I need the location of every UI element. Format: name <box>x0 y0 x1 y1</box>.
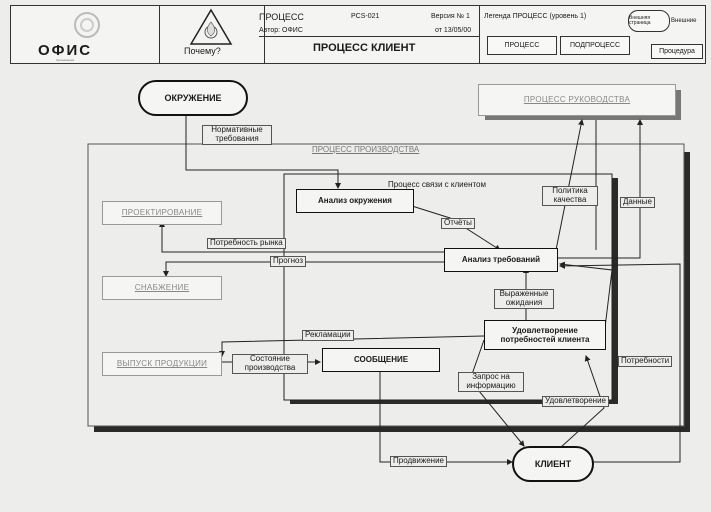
message-node[interactable]: СООБЩЕНИЕ <box>322 348 440 372</box>
external-page-button[interactable]: Внешняя страница <box>628 10 670 32</box>
legend-label: Легенда ПРОЦЕСС (уровень 1) <box>484 13 587 20</box>
label-request: Запрос на информацию <box>458 372 524 392</box>
label-reports: Отчёты <box>441 218 475 229</box>
logo-cell: ОФИС Организация <box>11 6 160 63</box>
date-label: от 13/05/00 <box>435 27 472 34</box>
label-satisfaction: Удовлетворение <box>542 396 609 407</box>
external-page-label: Внешняя страница <box>629 15 651 26</box>
label-market: Потребность рынка <box>207 238 286 249</box>
label-expected: Выраженные ожидания <box>494 289 554 309</box>
why-label: Почему? <box>184 46 221 56</box>
output-node[interactable]: ВЫПУСК ПРОДУКЦИИ <box>102 352 222 376</box>
requirements-analysis-node[interactable]: Анализ требований <box>444 248 558 272</box>
label-needs: Потребности <box>618 356 673 367</box>
management-process-node[interactable]: ПРОЦЕСС РУКОВОДСТВА <box>478 84 676 116</box>
logo-emblem-icon <box>74 12 100 38</box>
process-code: PCS-021 <box>351 13 380 20</box>
client-node[interactable]: КЛИЕНТ <box>512 446 594 482</box>
logo-subtitle: Организация <box>56 58 75 62</box>
process-label: ПРОЦЕСС <box>259 12 304 22</box>
page-title: ПРОЦЕСС КЛИЕНТ <box>313 42 416 54</box>
triangle-logo-icon <box>189 8 233 45</box>
process-button[interactable]: ПРОЦЕСС <box>487 36 557 55</box>
label-promotion: Продвижение <box>390 456 447 467</box>
label-policy: Политика качества <box>542 186 598 206</box>
procedure-button[interactable]: Процедура <box>651 44 703 59</box>
logo-text: ОФИС <box>38 42 93 59</box>
satisfaction-node[interactable]: Удовлетворение потребностей клиента <box>484 320 606 350</box>
label-normative: Нормативные требования <box>202 125 272 145</box>
label-complaints: Рекламации <box>302 330 354 341</box>
version-label: Версия № 1 <box>431 13 470 20</box>
why-cell[interactable]: Почему? <box>159 6 265 63</box>
supply-node[interactable]: СНАБЖЕНИЕ <box>102 276 222 300</box>
client-link-label: Процесс связи с клиентом <box>388 180 487 189</box>
environment-analysis-node[interactable]: Анализ окружения <box>296 189 414 213</box>
design-node[interactable]: ПРОЕКТИРОВАНИЕ <box>102 201 222 225</box>
label-forecast: Прогноз <box>270 256 307 267</box>
author-label: Автор: ОФИС <box>259 27 303 34</box>
label-data: Данные <box>620 197 655 208</box>
production-process-label: ПРОЦЕСС ПРОИЗВОДСТВА <box>312 145 420 154</box>
label-state: Состояние производства <box>232 354 308 374</box>
external-label: Внешние <box>671 18 697 24</box>
header-bar: ОФИС Организация Почему? ПРОЦЕСС Автор: … <box>10 5 706 64</box>
environment-node[interactable]: ОКРУЖЕНИЕ <box>138 80 248 116</box>
subprocess-button[interactable]: ПОДПРОЦЕСС <box>560 36 630 55</box>
